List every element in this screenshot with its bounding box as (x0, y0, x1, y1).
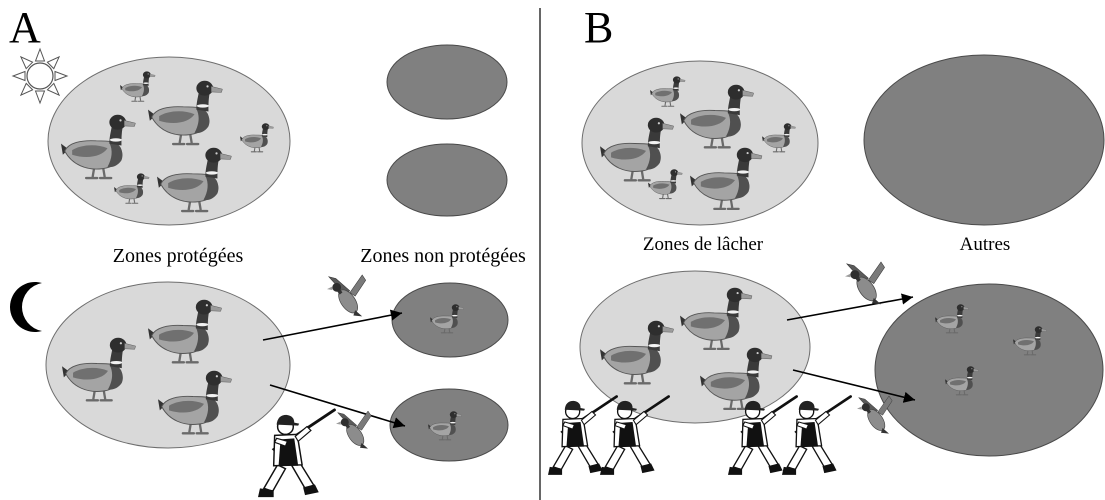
arrow-icon (786, 293, 914, 321)
panel-b: B Zones de lâcher Autres (546, 3, 1105, 477)
unprotected-zone-day-1 (386, 44, 508, 120)
other-zone-day (863, 54, 1105, 226)
protected-zones-label: Zones protégées (113, 245, 244, 267)
panel-a: A Zones protégées Zones non protégées (9, 3, 526, 499)
panel-label-b: B (584, 3, 613, 52)
protected-zone-night (45, 281, 291, 449)
release-zone-night (579, 270, 811, 424)
sun-icon (11, 47, 69, 105)
other-zones-label: Autres (960, 234, 1011, 255)
hunter-icon (256, 408, 336, 499)
flying-duck-icon (334, 409, 373, 451)
arrow-icon (792, 369, 916, 403)
moon-icon (9, 282, 42, 332)
arrow-icon (262, 309, 403, 341)
other-zone-night (874, 283, 1104, 457)
hunter-icon (780, 395, 852, 477)
protected-zone-day (47, 56, 291, 226)
hunter-icon (546, 395, 618, 477)
unprotected-zones-label: Zones non protégées (360, 245, 526, 267)
arrow-icon (269, 384, 406, 429)
unprotected-zone-day-2 (386, 143, 508, 217)
panel-label-a: A (9, 3, 41, 52)
flying-duck-icon (855, 394, 894, 436)
flying-duck-icon (843, 260, 887, 307)
release-zone-day (581, 60, 819, 226)
release-zones-label: Zones de lâcher (643, 234, 764, 255)
flying-duck-icon (325, 273, 368, 319)
